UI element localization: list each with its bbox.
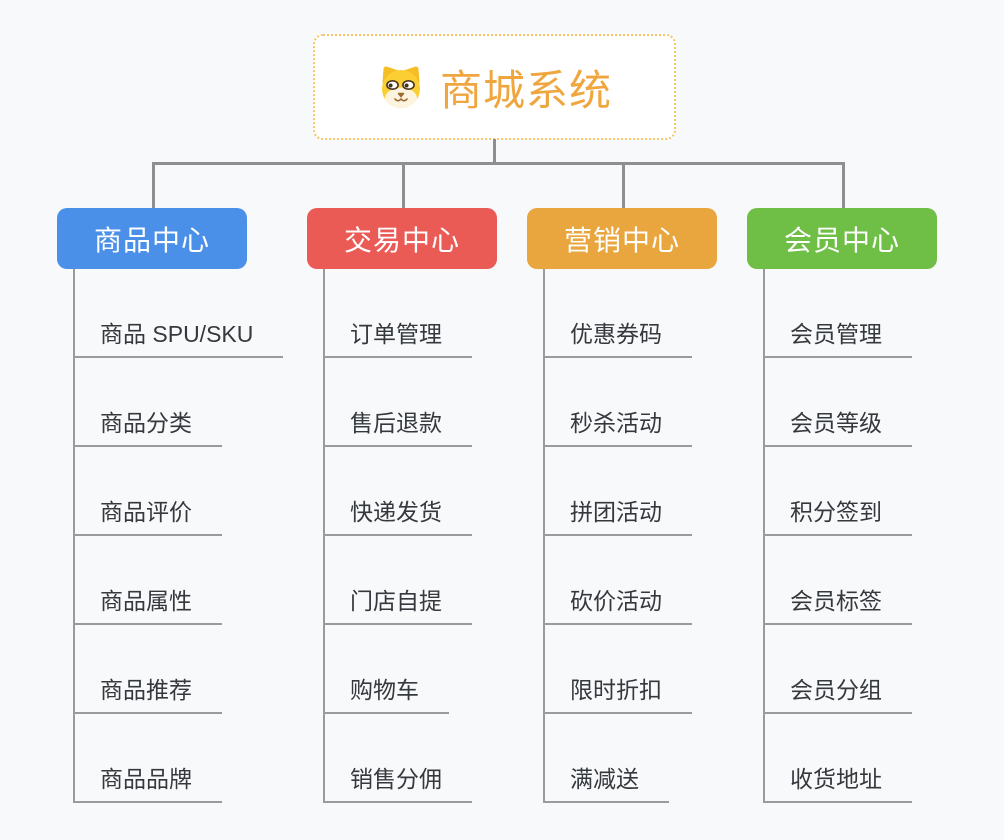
leaf-node[interactable]: 会员标签 [763, 587, 912, 625]
branch-label: 会员中心 [783, 224, 900, 256]
branch-node[interactable]: 交易中心 [307, 208, 497, 269]
leaf-node[interactable]: 会员等级 [763, 409, 912, 447]
leaf-node[interactable]: 购物车 [323, 676, 449, 714]
root-node[interactable]: 商城系统 [313, 34, 676, 140]
leaf-node[interactable]: 积分签到 [763, 498, 912, 536]
leaf-node[interactable]: 商品评价 [73, 498, 222, 536]
leaf-node[interactable]: 商品 SPU/SKU [73, 320, 284, 358]
bus-connector-line [152, 162, 845, 165]
leaf-node[interactable]: 秒杀活动 [543, 409, 692, 447]
root-connector-line [493, 139, 496, 165]
branch-node[interactable]: 营销中心 [527, 208, 717, 269]
leaf-node[interactable]: 满减送 [543, 765, 669, 803]
leaf-node[interactable]: 订单管理 [323, 320, 472, 358]
leaf-node[interactable]: 拼团活动 [543, 498, 692, 536]
leaf-node[interactable]: 门店自提 [323, 587, 472, 625]
leaf-node[interactable]: 砍价活动 [543, 587, 692, 625]
leaf-node[interactable]: 会员管理 [763, 320, 912, 358]
leaf-node[interactable]: 优惠券码 [543, 320, 692, 358]
branch-node[interactable]: 会员中心 [747, 208, 937, 269]
leaf-node[interactable]: 商品分类 [73, 409, 222, 447]
leaf-node[interactable]: 会员分组 [763, 676, 912, 714]
branch-label: 商品中心 [93, 224, 210, 256]
branch-spine-line [323, 269, 325, 803]
leaf-node[interactable]: 商品属性 [73, 587, 222, 625]
branch-label: 营销中心 [563, 224, 680, 256]
branch-drop-line [402, 162, 405, 208]
branch-drop-line [152, 162, 155, 208]
leaf-node[interactable]: 售后退款 [323, 409, 472, 447]
root-title: 商城系统 [439, 66, 612, 114]
branch-spine-line [543, 269, 545, 803]
branch-spine-line [73, 269, 75, 803]
leaf-node[interactable]: 收货地址 [763, 765, 912, 803]
leaf-node[interactable]: 商品品牌 [73, 765, 222, 803]
leaf-node[interactable]: 快递发货 [323, 498, 472, 536]
branch-drop-line [842, 162, 845, 208]
leaf-node[interactable]: 销售分佣 [323, 765, 472, 803]
leaf-node[interactable]: 商品推荐 [73, 676, 222, 714]
branch-node[interactable]: 商品中心 [57, 208, 247, 269]
branch-label: 交易中心 [343, 224, 460, 256]
dog-face-icon [381, 66, 420, 108]
branch-drop-line [622, 162, 625, 208]
branch-spine-line [763, 269, 765, 803]
leaf-node[interactable]: 限时折扣 [543, 676, 692, 714]
